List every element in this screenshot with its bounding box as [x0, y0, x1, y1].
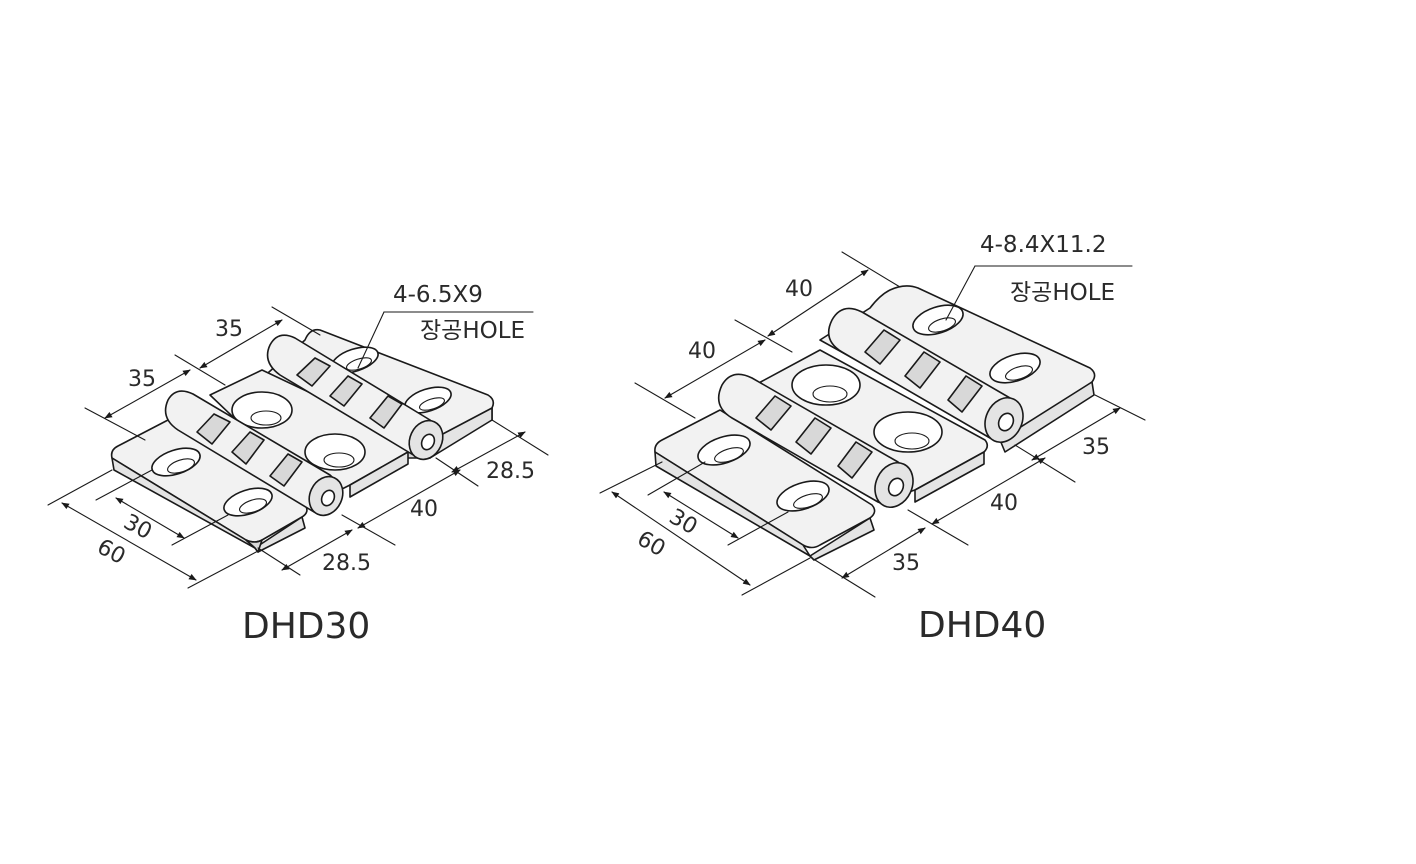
dhd40-dim-top-b: 40: [785, 277, 813, 302]
dhd30-dim-hole-pitch: 30: [119, 510, 155, 545]
dhd30-dim-top-a: 35: [128, 367, 156, 392]
hinge-dhd30-barrel-front: [164, 390, 344, 517]
dhd30-dim-length: 60: [93, 535, 129, 570]
dhd30-dim-top-b: 35: [215, 317, 243, 342]
dhd30-dim-right-near: 28.5: [322, 551, 371, 576]
hinge-dhd40-barrel-back: [827, 307, 1024, 443]
dhd40-hole-note: 장공HOLE: [1010, 280, 1115, 306]
hinge-dhd30-countersunk-holes: [231, 391, 366, 471]
hinge-dhd40-countersunk-holes: [791, 364, 943, 453]
dhd40-dim-right-middle: 40: [990, 491, 1018, 516]
hinge-dhd30-barrel-back: [266, 334, 444, 461]
hinge-dhd40-slot-holes: [697, 304, 1041, 512]
hinge-dhd30-dimension-lines: [47, 306, 549, 589]
dhd40-dim-right-far: 35: [1082, 435, 1110, 460]
dhd30-dim-right-middle: 40: [410, 497, 438, 522]
hinge-dhd40: 40 40 60 30 35 40 35 4-8.4X11.2 장공HOLE D…: [599, 232, 1146, 646]
dhd40-model-title: DHD40: [918, 605, 1046, 646]
dhd30-model-title: DHD30: [242, 606, 370, 647]
dhd40-dim-right-near: 35: [892, 551, 920, 576]
dhd40-hole-callout: 4-8.4X11.2: [980, 232, 1106, 258]
dhd40-dim-length: 60: [633, 526, 670, 562]
hinge-dhd40-barrel-front: [717, 373, 914, 508]
dhd30-hole-callout: 4-6.5X9: [393, 282, 483, 308]
hinge-dhd30-slot-holes: [151, 346, 452, 517]
dhd40-dim-top-a: 40: [688, 339, 716, 364]
dhd30-dim-right-far: 28.5: [486, 459, 535, 484]
hinge-dhd30: 35 35 60 30 28.5 40 28.5 4-6.5X9 장공HOLE …: [47, 282, 549, 647]
hinge-dhd40-dimension-lines: [599, 251, 1146, 598]
dhd30-hole-note: 장공HOLE: [420, 318, 525, 344]
dhd40-dim-hole-pitch: 30: [665, 504, 702, 540]
